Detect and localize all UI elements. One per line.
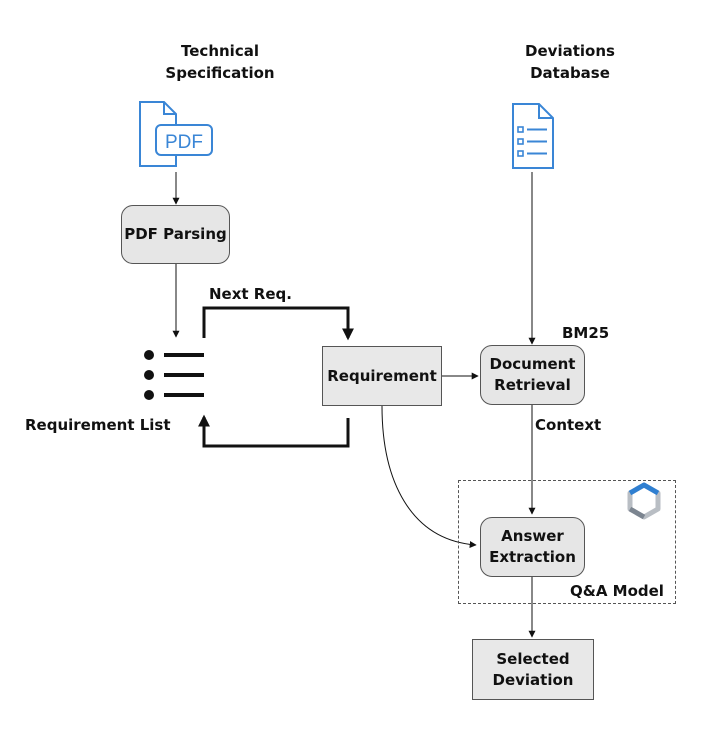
answer-extraction-node: Answer Extraction	[480, 517, 585, 577]
answer-extraction-line1: Answer	[501, 527, 564, 545]
deviations-db-title-line2: Database	[530, 64, 610, 82]
selected-deviation-node: Selected Deviation	[472, 639, 594, 700]
requirement-node: Requirement	[322, 346, 442, 406]
pdf-file-icon: PDF	[139, 101, 213, 167]
bm25-label: BM25	[562, 324, 610, 342]
arrow-next-req-top	[202, 306, 354, 341]
pdf-icon-label: PDF	[165, 132, 203, 153]
next-req-label: Next Req.	[209, 285, 292, 303]
technical-spec-title: Technical Specification	[160, 40, 280, 84]
requirement-label: Requirement	[327, 366, 437, 385]
qa-model-container	[458, 480, 676, 604]
selected-deviation-line1: Selected	[496, 649, 570, 668]
bullet-list-icon	[144, 350, 204, 400]
hexagon-logo-icon	[627, 482, 661, 520]
arrow-requirement-to-answer	[381, 405, 477, 549]
document-retrieval-line1: Document	[489, 355, 576, 373]
document-retrieval-node: Document Retrieval	[480, 345, 585, 405]
requirement-list-label: Requirement List	[25, 416, 171, 434]
qa-model-label: Q&A Model	[570, 582, 664, 600]
arrow-loop-bottom	[198, 414, 350, 448]
technical-spec-title-line1: Technical	[181, 42, 259, 60]
context-label: Context	[535, 416, 602, 434]
selected-deviation-line2: Deviation	[492, 670, 574, 689]
document-list-icon	[512, 103, 554, 169]
pdf-parsing-node: PDF Parsing	[121, 205, 230, 264]
document-retrieval-line2: Retrieval	[494, 376, 571, 394]
deviations-db-title: Deviations Database	[520, 40, 620, 84]
technical-spec-title-line2: Specification	[165, 64, 275, 82]
answer-extraction-line2: Extraction	[489, 548, 576, 566]
deviations-db-title-line1: Deviations	[525, 42, 615, 60]
pdf-parsing-label: PDF Parsing	[124, 225, 227, 243]
